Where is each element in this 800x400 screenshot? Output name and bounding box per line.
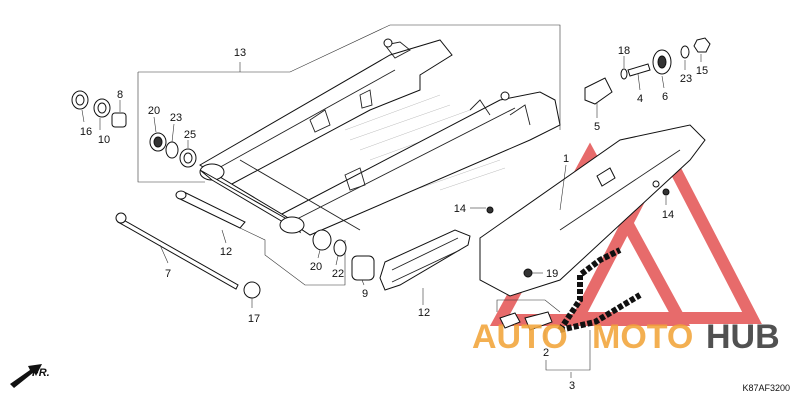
label-9: 9 (362, 288, 368, 300)
part-12-chain-slider (379, 229, 471, 291)
part-8-bushing (111, 112, 127, 128)
arrow-icon (10, 364, 42, 388)
label-25: 25 (184, 129, 196, 141)
watermark-word-3: HUB (706, 318, 780, 356)
part-16-nut (71, 90, 89, 110)
label-13: 13 (234, 47, 246, 59)
part-2-master-link (496, 299, 561, 331)
watermark-word-2: MOTO (592, 318, 693, 356)
label-24: 23 (170, 112, 182, 124)
label-22: 22 (332, 268, 344, 280)
front-direction-arrow: FR. (10, 364, 50, 388)
part-15-nut (693, 37, 711, 53)
label-6: 6 (662, 91, 668, 103)
part-23-washer (680, 45, 690, 59)
part-6-adjuster-plate (652, 49, 672, 75)
group-outline-11 (239, 227, 346, 286)
label-7: 7 (165, 268, 171, 280)
label-18: 18 (618, 45, 630, 57)
part-19-bolt (523, 268, 533, 278)
part-21-bearing (149, 132, 167, 152)
part-11-pivot-collar (175, 190, 246, 229)
part-24-washer (165, 141, 179, 159)
watermark-text: AUTO MOTO HUB (472, 318, 780, 356)
label-17: 17 (248, 313, 260, 325)
part-14-bolt-right (662, 188, 670, 196)
diagram-code: K87AF3200 (742, 383, 790, 393)
part-18-washer (620, 68, 628, 80)
label-3: 3 (569, 380, 575, 392)
watermark-word-1: AUTO (472, 318, 568, 356)
label-23: 23 (680, 73, 692, 85)
part-5-adjuster-block (584, 77, 613, 105)
label-8: 8 (117, 89, 123, 101)
label-16: 16 (80, 126, 92, 138)
label-21: 20 (148, 105, 160, 117)
swingarm-assembly (199, 38, 561, 236)
label-5: 5 (594, 121, 600, 133)
part-9-roller (351, 255, 375, 281)
part-22-seal (333, 239, 347, 257)
watermark-triangle-right (568, 136, 762, 324)
label-20: 20 (310, 261, 322, 273)
part-17-nut (243, 281, 261, 299)
label-19: 19 (546, 268, 558, 280)
part-10-collar (93, 98, 111, 118)
part-labels: 13 8 16 10 20 23 25 12 7 17 20 22 9 12 1… (80, 45, 708, 392)
leader-lines (81, 54, 702, 378)
part-25-bearing (179, 148, 197, 168)
label-12: 12 (418, 307, 430, 319)
label-15: 15 (696, 65, 708, 77)
label-1: 1 (563, 153, 569, 165)
part-4-bolt (627, 63, 651, 77)
swingarm-outline-13 (137, 24, 561, 183)
label-14-left: 14 (454, 203, 466, 215)
part-14-bolt-left (486, 206, 494, 214)
part-20-collar (312, 229, 332, 251)
label-4: 4 (637, 93, 643, 105)
direction-label: FR. (32, 367, 50, 379)
label-2: 2 (543, 347, 549, 359)
label-10: 10 (98, 134, 110, 146)
part-1-chain-case (479, 124, 706, 297)
label-11: 12 (220, 246, 232, 258)
part-3-drive-chain (557, 247, 642, 333)
part-7-pivot-bolt (115, 212, 239, 290)
label-14-right: 14 (662, 209, 674, 221)
